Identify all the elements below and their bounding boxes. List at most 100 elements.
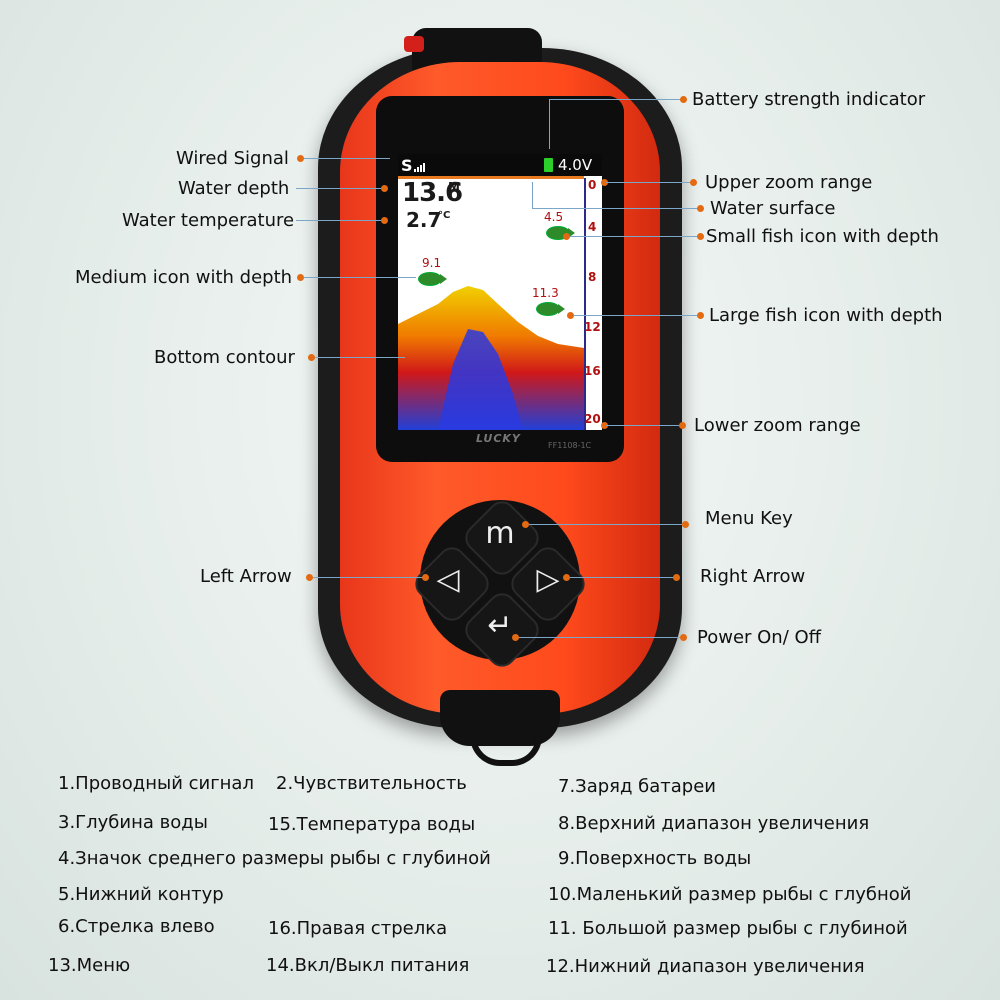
leader-line: [529, 524, 683, 525]
battery-voltage: 4.0V: [558, 156, 593, 174]
leader-line: [549, 99, 550, 149]
legend-item: 3.Глубина воды: [58, 812, 208, 833]
leader-line: [519, 637, 681, 638]
battery-icon: [544, 158, 553, 172]
scale-tick: 12: [584, 320, 601, 334]
scale-tick: 8: [588, 270, 597, 284]
label-bottom-contour: Bottom contour: [154, 347, 295, 368]
signal-bars-icon: [414, 162, 428, 172]
depth-value: 13.6: [402, 178, 463, 208]
callout-dot: [297, 155, 304, 162]
leader-line: [296, 188, 382, 189]
leader-line: [574, 315, 698, 316]
leader-line: [304, 158, 390, 159]
medium-fish-depth: 9.1: [422, 256, 442, 270]
temperature-unit: °C: [438, 210, 451, 221]
callout-dot: [308, 354, 315, 361]
leader-line: [606, 182, 692, 183]
callout-dot: [567, 312, 574, 319]
legend-item: 10.Маленький размер рыбы с глубной: [548, 884, 912, 905]
legend-item: 13.Меню: [48, 955, 131, 976]
callout-dot: [679, 422, 686, 429]
legend-item: 12.Нижний диапазон увеличения: [546, 956, 865, 977]
callout-dot: [522, 521, 529, 528]
label-upper-zoom: Upper zoom range: [705, 172, 873, 193]
legend-item: 9.Поверхность воды: [558, 848, 752, 869]
temperature-value: 2.7: [406, 208, 442, 232]
label-menu-key: Menu Key: [705, 508, 793, 529]
medium-fish-icon: [418, 272, 447, 286]
leader-line: [313, 577, 423, 578]
legend-item: 8.Верхний диапазон увеличения: [558, 813, 870, 834]
legend-item: 15.Температура воды: [268, 814, 476, 835]
water-surface-line: [398, 176, 584, 179]
leader-line: [570, 577, 674, 578]
large-fish-depth: 11.3: [532, 286, 559, 300]
leader-line: [606, 425, 680, 426]
callout-dot: [381, 185, 388, 192]
label-medium-fish: Medium icon with depth: [75, 267, 293, 288]
callout-dot: [690, 179, 697, 186]
label-left-arrow: Left Arrow: [200, 566, 292, 587]
legend-item: 4.Значок среднего размеры рыбы с глубино…: [58, 848, 491, 869]
scale-tick: 0: [588, 178, 597, 192]
label-small-fish: Small fish icon with depth: [706, 226, 939, 247]
right-arrow-icon: ▷: [536, 562, 560, 597]
label-water-depth: Water depth: [178, 178, 290, 199]
legend-item: 2.Чувствительность: [276, 773, 467, 794]
wired-signal-indicator: S: [401, 156, 413, 175]
model-number: FF1108-1C: [548, 441, 592, 450]
label-lower-zoom: Lower zoom range: [694, 415, 861, 436]
callout-dot: [512, 634, 519, 641]
label-large-fish: Large fish icon with depth: [709, 305, 943, 326]
callout-dot: [680, 634, 687, 641]
sonar-image: [398, 286, 584, 430]
leader-line: [549, 99, 681, 100]
scale-tick: 16: [584, 364, 601, 378]
label-wired-signal: Wired Signal: [176, 148, 289, 169]
legend-item: 5.Нижний контур: [58, 884, 224, 905]
callout-dot: [422, 574, 429, 581]
label-power: Power On/ Off: [697, 627, 822, 648]
callout-dot: [697, 205, 704, 212]
legend-item: 1.Проводный сигнал: [58, 773, 254, 794]
label-battery-strength: Battery strength indicator: [692, 89, 926, 110]
scale-tick: 20: [584, 412, 601, 426]
depth-unit: M: [448, 180, 460, 194]
callout-dot: [601, 179, 608, 186]
legend-item: 14.Вкл/Выкл питания: [266, 955, 470, 976]
leader-line: [532, 182, 533, 208]
leader-line: [304, 277, 416, 278]
callout-dot: [697, 233, 704, 240]
callout-dot: [563, 574, 570, 581]
sonar-screen: S 4.0V 13.6 M 2.7 °C 4.5 9.1 11.3 0 4 8 …: [398, 154, 602, 430]
power-icon: ↵: [487, 608, 513, 643]
callout-dot: [563, 233, 570, 240]
lanyard-loop: [470, 732, 542, 766]
callout-dot: [680, 96, 687, 103]
leader-line: [296, 220, 382, 221]
left-arrow-icon: ◁: [436, 562, 460, 597]
small-fish-depth: 4.5: [544, 210, 564, 224]
depth-scale-line: [584, 178, 586, 430]
leader-line: [570, 236, 698, 237]
label-right-arrow: Right Arrow: [700, 566, 806, 587]
label-water-temperature: Water temperature: [122, 210, 295, 231]
callout-dot: [601, 422, 608, 429]
legend-item: 11. Большой размер рыбы с глубиной: [548, 918, 908, 939]
callout-dot: [297, 274, 304, 281]
legend-item: 6.Стрелка влево: [58, 916, 215, 937]
callout-dot: [682, 521, 689, 528]
callout-dot: [306, 574, 313, 581]
menu-icon: m: [485, 516, 515, 551]
legend-item: 7.Заряд батареи: [558, 776, 717, 797]
callout-dot: [381, 217, 388, 224]
legend-item: 16.Правая стрелка: [268, 918, 448, 939]
cable-connector: [404, 36, 424, 52]
large-fish-icon: [536, 302, 565, 316]
leader-line: [532, 208, 698, 209]
callout-dot: [673, 574, 680, 581]
scale-tick: 4: [588, 220, 597, 234]
callout-dot: [697, 312, 704, 319]
leader-line: [315, 357, 405, 358]
